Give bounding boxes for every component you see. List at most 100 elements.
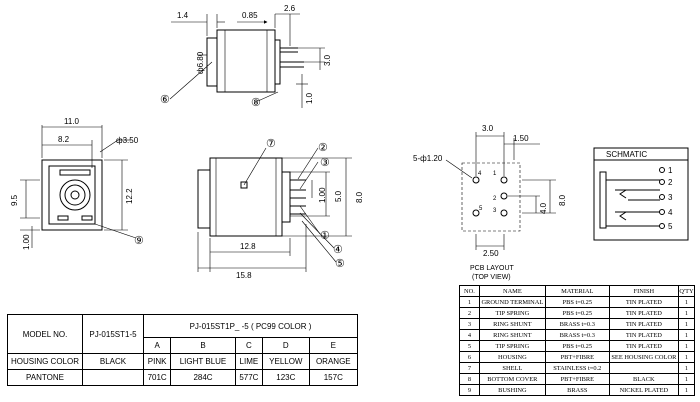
callout-9: ⑨ <box>134 235 144 247</box>
callout-2: ② <box>318 142 328 154</box>
cell-qty: 1 <box>677 384 696 396</box>
dim-side-diameter: ф6.80 <box>196 51 205 74</box>
cell-name: TIP SPRING <box>478 307 546 319</box>
cell-name: GROUND TERMINAL <box>478 296 546 308</box>
model-title: PJ-015ST1P_ -5 ( PC99 COLOR ) <box>143 314 358 338</box>
side-view <box>169 13 325 108</box>
cell-name: SHELL <box>478 362 546 374</box>
cell-name: RING SHUNT <box>478 329 546 341</box>
cell-material: PBS t=0.25 <box>544 296 610 308</box>
dim-front-11: 11.0 <box>64 117 80 126</box>
pantone-default <box>82 369 144 386</box>
pantone-label: PANTONE <box>7 369 83 386</box>
cell-no: 8 <box>459 373 480 385</box>
dim-front-1-00: 1.00 <box>22 234 31 250</box>
dim-side-1-0: 1.0 <box>305 92 314 104</box>
cell-finish: TIN PLATED <box>608 307 679 319</box>
header-no: NO. <box>459 285 480 297</box>
schematic-pin-4: 4 <box>668 208 673 217</box>
dim-pcb-2-50: 2.50 <box>483 249 499 258</box>
pantone-e: 157C <box>308 369 359 386</box>
dim-side-1-4: 1.4 <box>177 11 189 20</box>
pcb-layout-subtitle: (TOP VIEW) <box>472 274 511 281</box>
pcb-pin-3: 3 <box>493 208 497 214</box>
cell-qty: 1 <box>677 296 696 308</box>
dim-front-8-2: 8.2 <box>58 135 70 144</box>
schematic <box>593 147 689 241</box>
cell-finish <box>608 362 679 374</box>
model-no: PJ-015ST1-5 <box>82 314 144 354</box>
dim-side-3-0: 3.0 <box>323 54 332 66</box>
cell-finish: BLACK <box>608 373 679 385</box>
color-b: LIGHT BLUE <box>170 353 236 370</box>
cell-qty: 1 <box>677 307 696 319</box>
cell-qty: 1 <box>677 373 696 385</box>
dim-pcb-holes: 5-ф1.20 <box>413 154 443 163</box>
color-a: PINK <box>142 353 172 370</box>
pcb-layout <box>445 132 556 250</box>
cell-qty: 1 <box>677 340 696 352</box>
callout-8: ⑧ <box>251 97 261 109</box>
dim-front-9-5: 9.5 <box>10 194 19 206</box>
cell-finish: TIN PLATED <box>608 296 679 308</box>
dim-front-12-2: 12.2 <box>125 188 134 204</box>
housing-label: HOUSING COLOR <box>7 353 83 370</box>
model-label: MODEL NO. <box>7 314 83 354</box>
dim-side-0-85: 0.85 <box>242 11 258 20</box>
cell-material: BRASS t=0.3 <box>544 318 610 330</box>
cell-material: PBS t=0.25 <box>544 307 610 319</box>
header-name: NAME <box>478 285 546 297</box>
color-letter-a: A <box>142 337 172 354</box>
dim-top-5-0: 5.0 <box>334 190 343 202</box>
pcb-layout-title: PCB LAYOUT <box>470 265 515 272</box>
dim-top-1-00: 1.00 <box>318 187 327 203</box>
cell-material: STAINLESS t=0.2 <box>544 362 610 374</box>
cell-name: HOUSING <box>478 351 546 363</box>
cell-no: 9 <box>459 384 480 396</box>
cell-no: 3 <box>459 318 480 330</box>
color-e: ORANGE <box>308 353 359 370</box>
callout-7: ⑦ <box>266 138 276 150</box>
cell-finish: NICKEL PLATED <box>608 384 679 396</box>
pantone-c: 577C <box>234 369 264 386</box>
cell-name: BOTTOM COVER <box>478 373 546 385</box>
cell-no: 2 <box>459 307 480 319</box>
dim-pcb-8-0: 8.0 <box>558 194 567 206</box>
top-view <box>197 147 352 272</box>
dim-pcb-1-50: 1.50 <box>513 134 529 143</box>
dim-pcb-3-0: 3.0 <box>482 124 494 133</box>
cell-finish: TIN PLATED <box>608 329 679 341</box>
cell-finish: SEE HOUSING COLOR <box>608 351 679 363</box>
color-d: YELLOW <box>262 353 310 370</box>
pantone-d: 123C <box>262 369 310 386</box>
callout-4: ④ <box>333 244 343 256</box>
parts-header-row: NO. NAME MATERIAL FINISH Q'TY <box>459 285 696 297</box>
cell-qty: 1 <box>677 362 696 374</box>
color-c: LIME <box>234 353 264 370</box>
cell-name: BUSHING <box>478 384 546 396</box>
dim-pcb-4-0: 4.0 <box>539 202 548 214</box>
cell-material: BRASS <box>544 384 610 396</box>
cell-material: PBS t=0.25 <box>544 340 610 352</box>
pantone-b: 284C <box>170 369 236 386</box>
pcb-pin-2: 2 <box>493 196 497 202</box>
schematic-title: SCHMATIC <box>606 150 647 159</box>
cell-no: 6 <box>459 351 480 363</box>
parts-list-table: NO. NAME MATERIAL FINISH Q'TY 1 GROUND TE… <box>459 285 696 396</box>
header-finish: FINISH <box>608 285 679 297</box>
color-letter-e: E <box>308 337 359 354</box>
cell-no: 7 <box>459 362 480 374</box>
pcb-pin-1: 1 <box>493 171 497 177</box>
cell-name: RING SHUNT <box>478 318 546 330</box>
pantone-a: 701C <box>142 369 172 386</box>
callout-1: ① <box>320 230 330 242</box>
